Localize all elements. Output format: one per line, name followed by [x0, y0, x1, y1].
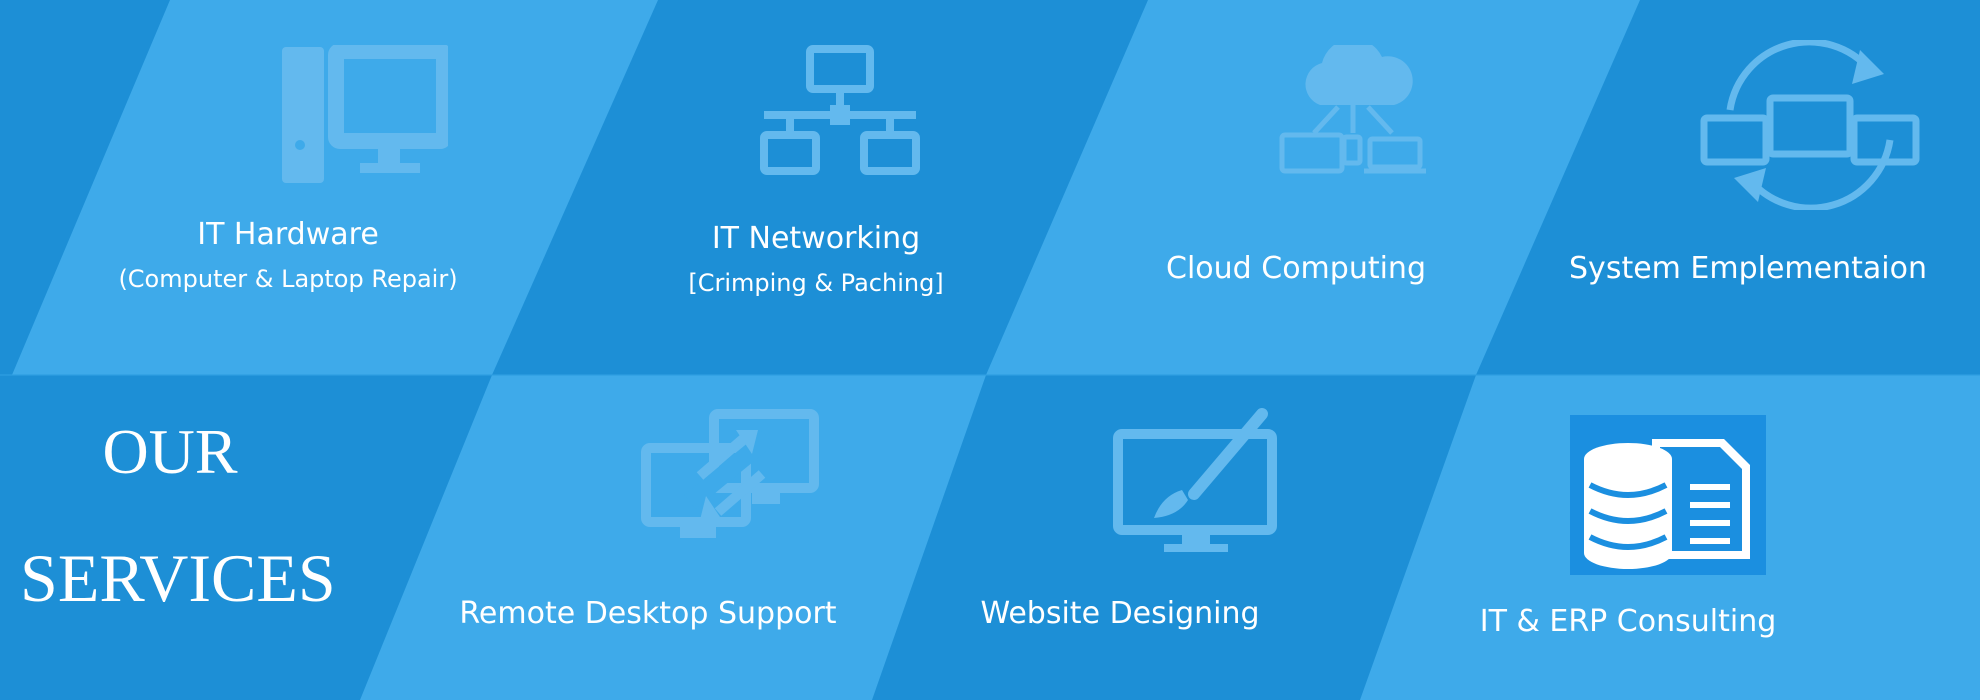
service-title: Website Designing: [980, 596, 1260, 631]
monitor-brush-icon: [1112, 408, 1282, 558]
our-services-heading: OUR SERVICES: [20, 416, 336, 616]
service-it-networking[interactable]: IT Networking [Crimping & Paching]: [596, 221, 1036, 297]
remote-desktop-icon: [640, 408, 820, 558]
service-it-erp-consulting[interactable]: IT & ERP Consulting: [1408, 604, 1848, 640]
service-title: System Emplementaion: [1569, 251, 1927, 286]
service-title: Remote Desktop Support: [459, 596, 837, 631]
service-website-designing[interactable]: Website Designing: [900, 596, 1340, 632]
service-cloud-computing[interactable]: Cloud Computing: [1076, 251, 1516, 287]
service-title: IT & ERP Consulting: [1479, 604, 1777, 639]
service-subtitle: (Computer & Laptop Repair): [118, 264, 458, 293]
monitors-cycle-icon: [1700, 40, 1920, 210]
service-title: IT Hardware: [197, 217, 379, 252]
service-remote-desktop-support[interactable]: Remote Desktop Support: [428, 596, 868, 632]
service-system-emplementaion[interactable]: System Emplementaion: [1528, 251, 1968, 287]
cloud-devices-icon: [1278, 45, 1428, 180]
network-diagram-icon: [760, 45, 920, 180]
computer-tower-monitor-icon: [278, 45, 448, 185]
heading-line-2: SERVICES: [20, 540, 336, 616]
service-title: Cloud Computing: [1166, 251, 1426, 286]
service-title: IT Networking: [711, 221, 921, 256]
service-it-hardware[interactable]: IT Hardware (Computer & Laptop Repair): [68, 217, 508, 293]
heading-line-1: OUR: [102, 416, 238, 487]
service-subtitle: [Crimping & Paching]: [688, 268, 944, 297]
database-document-icon: [1570, 415, 1766, 575]
